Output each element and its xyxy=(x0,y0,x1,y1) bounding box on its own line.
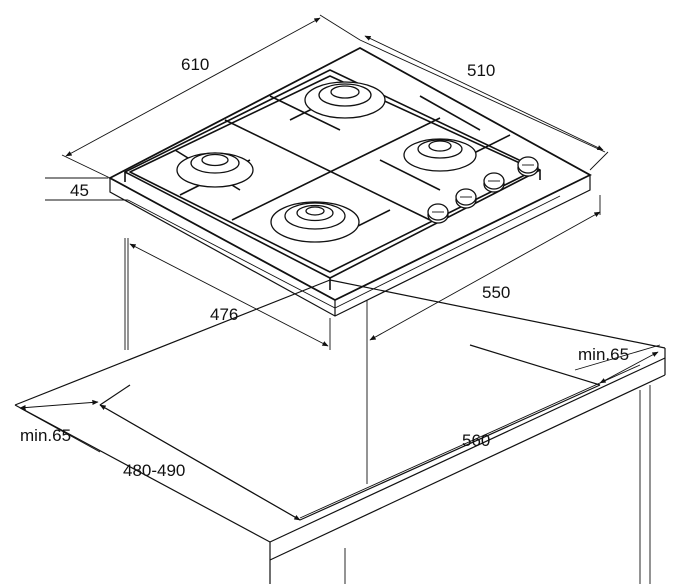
burner-right xyxy=(403,138,477,172)
knob-2 xyxy=(455,188,477,209)
dim-cutout-width: 550 xyxy=(482,283,510,302)
dim-min-right: min.65 xyxy=(578,345,629,364)
knob-1 xyxy=(427,203,449,224)
dim-height: 45 xyxy=(70,181,89,200)
worktop xyxy=(14,279,666,584)
burner-left xyxy=(176,152,254,188)
dim-worktop-depth: 480-490 xyxy=(123,461,185,480)
burner-rear xyxy=(304,81,386,119)
dim-cutout-depth: 476 xyxy=(210,305,238,324)
hob xyxy=(108,46,592,317)
dim-width-total: 610 xyxy=(181,55,209,74)
dim-min-left: min.65 xyxy=(20,426,71,445)
dim-worktop-width: 560 xyxy=(462,431,490,450)
knob-4 xyxy=(517,156,539,177)
burner-front-wok xyxy=(270,201,360,243)
dim-depth-total: 510 xyxy=(467,61,495,80)
knob-3 xyxy=(483,172,505,193)
dimension-labels: 610 510 45 476 550 min.65 min.65 560 480… xyxy=(20,55,629,480)
dimension-lines xyxy=(19,14,661,521)
